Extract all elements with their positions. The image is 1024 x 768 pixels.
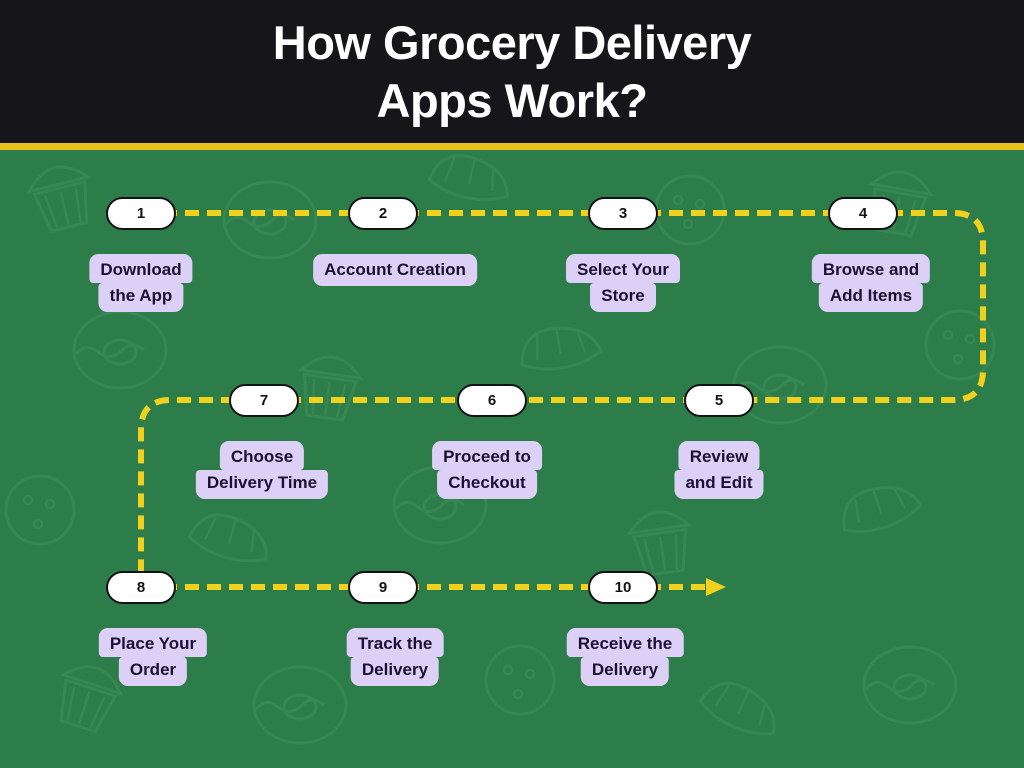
- step-label-line: Select Your: [566, 254, 680, 283]
- header-divider-rule: [0, 143, 1024, 150]
- step-number-badge[interactable]: 6: [457, 384, 527, 417]
- step-number-badge[interactable]: 2: [348, 197, 418, 230]
- step-number-badge[interactable]: 9: [348, 571, 418, 604]
- step-number-badge[interactable]: 8: [106, 571, 176, 604]
- step-label-line: Delivery Time: [195, 470, 329, 499]
- step-label-line: Browse and: [811, 254, 931, 283]
- step-label-line: Add Items: [818, 283, 924, 312]
- step-label-line: Download: [89, 254, 193, 283]
- step-label-line: Delivery: [580, 657, 670, 686]
- step-label-line: Place Your: [98, 628, 208, 657]
- step-label-line: Receive the: [566, 628, 684, 657]
- step-label-line: Delivery: [350, 657, 440, 686]
- step-label-line: and Edit: [674, 470, 764, 499]
- page-title: How Grocery Delivery Apps Work?: [272, 16, 752, 127]
- step-label-line: Choose: [219, 441, 305, 470]
- step-label-line: Proceed to: [432, 441, 542, 470]
- step-number-badge[interactable]: 4: [828, 197, 898, 230]
- step-label-line: Account Creation: [313, 254, 477, 286]
- step-label: Account Creation: [313, 254, 477, 286]
- step-number-badge[interactable]: 10: [588, 571, 658, 604]
- step-number-badge[interactable]: 7: [229, 384, 299, 417]
- arrow-head-icon: [706, 578, 726, 596]
- step-label-line: Store: [590, 283, 656, 312]
- step-label-line: Track the: [346, 628, 444, 657]
- step-label-line: Checkout: [437, 470, 537, 499]
- step-label-line: Order: [118, 657, 188, 686]
- step-number-badge[interactable]: 5: [684, 384, 754, 417]
- step-number-badge[interactable]: 1: [106, 197, 176, 230]
- step-number-badge[interactable]: 3: [588, 197, 658, 230]
- header-banner: How Grocery Delivery Apps Work?: [0, 0, 1024, 143]
- step-label-line: Review: [678, 441, 760, 470]
- step-label-line: the App: [98, 283, 184, 312]
